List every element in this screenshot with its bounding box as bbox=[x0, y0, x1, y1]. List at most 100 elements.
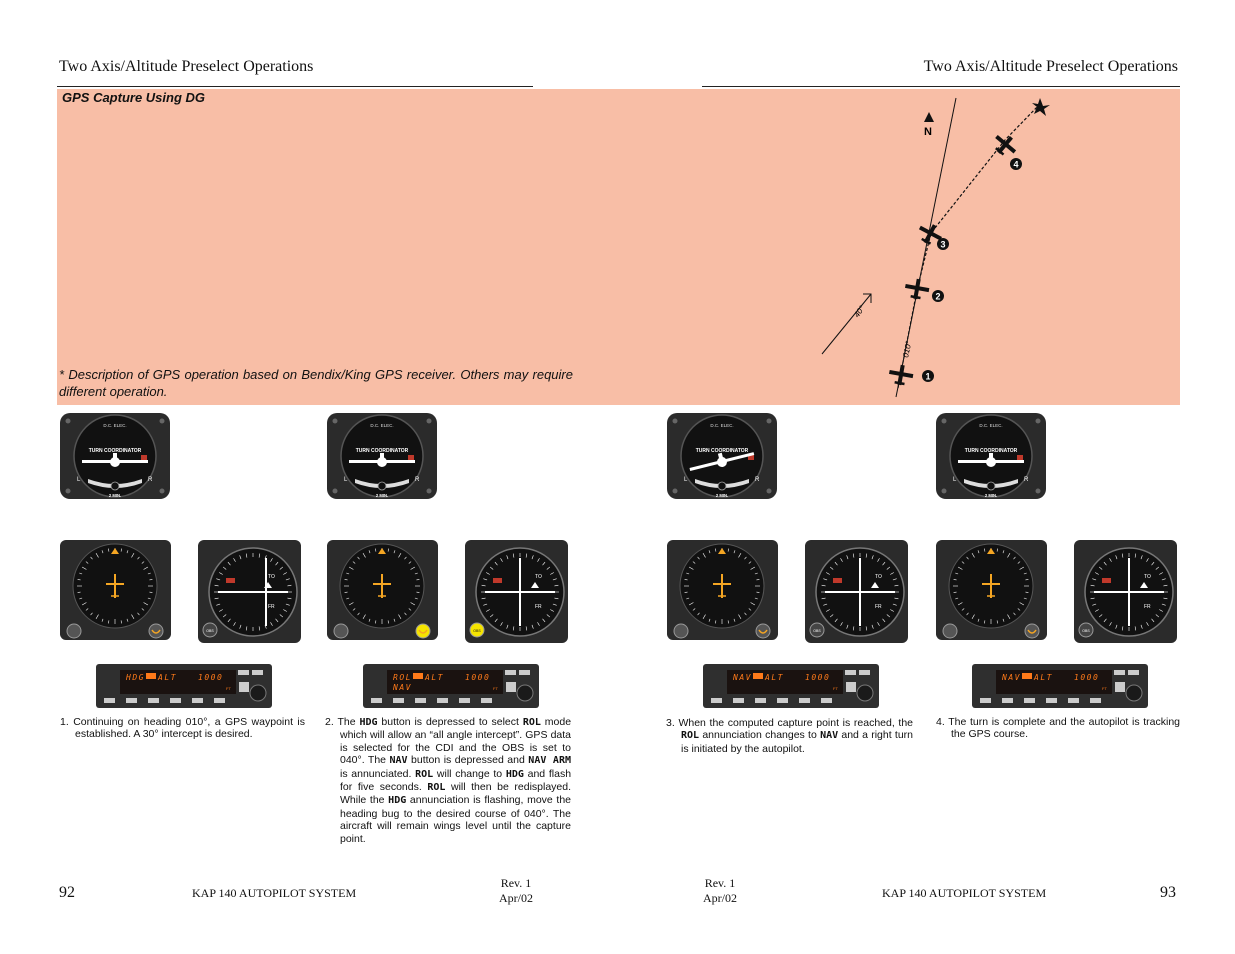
svg-text:FR: FR bbox=[1144, 604, 1151, 610]
svg-text:NAV: NAV bbox=[1001, 673, 1021, 682]
north-arrow bbox=[924, 112, 934, 122]
svg-text:NO PITCH: NO PITCH bbox=[373, 509, 391, 513]
intercept-line bbox=[821, 293, 872, 355]
svg-text:1000: 1000 bbox=[198, 673, 223, 682]
airplane-2-icon bbox=[905, 278, 930, 300]
intercept-diagram: N 40° 010° 1 2 3 4 bbox=[821, 97, 1050, 398]
svg-text:NO PITCH: NO PITCH bbox=[713, 509, 731, 513]
svg-text:TO: TO bbox=[1144, 574, 1151, 580]
course-deviation-indicator: TO FR OBS bbox=[805, 540, 908, 643]
marker-4: 4 bbox=[1013, 160, 1018, 170]
svg-text:D.C. ELEC.: D.C. ELEC. bbox=[103, 423, 126, 428]
course-label: 010° bbox=[901, 340, 913, 359]
svg-text:D.C. ELEC.: D.C. ELEC. bbox=[979, 423, 1002, 428]
instrument-group-4: D.C. ELEC. TURN COORDINATOR L R 2 MIN. .… bbox=[936, 413, 1177, 708]
instrument-group-2: D.C. ELEC. TURN COORDINATOR L R 2 MIN. .… bbox=[327, 413, 568, 708]
left-page-number: 92 bbox=[59, 884, 75, 901]
left-header-rule bbox=[57, 86, 533, 87]
svg-text:FT: FT bbox=[226, 686, 231, 691]
flight-track bbox=[897, 103, 1041, 389]
turn-coordinator: D.C. ELEC. TURN COORDINATOR L R 2 MIN. . bbox=[936, 413, 1046, 499]
svg-text:OBS: OBS bbox=[813, 629, 821, 633]
airplane-1-icon bbox=[889, 364, 914, 386]
svg-text:L: L bbox=[684, 477, 688, 483]
autopilot-panel: ROL ALT 1000 NAV FT bbox=[363, 664, 539, 708]
course-deviation-indicator: TO FR OBS bbox=[1074, 540, 1177, 643]
annunciation: NAV bbox=[820, 730, 839, 742]
svg-text:2 MIN.: 2 MIN. bbox=[376, 493, 388, 498]
svg-text:L: L bbox=[77, 477, 81, 483]
right-page-header: Two Axis/Altitude Preselect Operations bbox=[923, 58, 1178, 75]
svg-text:TURN COORDINATOR: TURN COORDINATOR bbox=[89, 448, 142, 454]
svg-text:FR: FR bbox=[535, 604, 542, 610]
svg-text:TO: TO bbox=[268, 574, 275, 580]
right-page-number: 93 bbox=[1160, 884, 1176, 901]
directional-gyro bbox=[60, 540, 171, 640]
section-title: GPS Capture Using DG bbox=[62, 90, 206, 105]
svg-text:FT: FT bbox=[493, 686, 498, 691]
annunciation: ROL bbox=[522, 717, 541, 728]
instrument-group-1: D.C. ELEC. TURN COORDINATOR L R 2 MIN. .… bbox=[60, 413, 301, 708]
svg-text:ALT: ALT bbox=[1033, 673, 1053, 682]
waypoint-icon bbox=[1032, 98, 1050, 116]
svg-text:ALT: ALT bbox=[424, 673, 444, 682]
marker-1: 1 bbox=[925, 372, 930, 382]
svg-text:1000: 1000 bbox=[1074, 673, 1099, 682]
svg-text:ROL: ROL bbox=[393, 673, 412, 682]
svg-text:TURN COORDINATOR: TURN COORDINATOR bbox=[356, 448, 409, 454]
north-label: N bbox=[924, 126, 932, 138]
turn-coordinator: D.C. ELEC. TURN COORDINATOR L R 2 MIN. . bbox=[667, 413, 777, 499]
svg-text:FR: FR bbox=[875, 604, 882, 610]
diagram-band bbox=[57, 89, 1180, 405]
step-body: The turn is complete and the autopilot i… bbox=[948, 716, 1180, 741]
airplane-4-icon bbox=[995, 134, 1017, 156]
svg-text:FT: FT bbox=[833, 686, 838, 691]
step-2-text: 2. The HDG button is depressed to select… bbox=[325, 716, 572, 845]
directional-gyro bbox=[667, 540, 778, 640]
annunciation: ROL bbox=[415, 768, 434, 780]
annunciation: HDG bbox=[388, 795, 407, 807]
svg-text:L: L bbox=[953, 477, 957, 483]
svg-text:OBS: OBS bbox=[1082, 629, 1090, 633]
svg-text:NAV: NAV bbox=[392, 683, 412, 692]
svg-text:TURN COORDINATOR: TURN COORDINATOR bbox=[696, 448, 749, 454]
svg-text:NO PITCH: NO PITCH bbox=[982, 509, 1000, 513]
autopilot-panel: HDG ALT 1000 FT bbox=[96, 664, 272, 708]
svg-text:1000: 1000 bbox=[465, 673, 490, 682]
svg-text:1000: 1000 bbox=[805, 673, 830, 682]
marker-2: 2 bbox=[935, 292, 940, 302]
svg-text:TO: TO bbox=[875, 574, 882, 580]
directional-gyro bbox=[936, 540, 1047, 640]
annunciation: NAV bbox=[389, 755, 408, 767]
right-footer-title: KAP 140 AUTOPILOT SYSTEM bbox=[882, 886, 1047, 900]
autopilot-panel: NAV ALT 1000 FT bbox=[703, 664, 879, 708]
directional-gyro bbox=[327, 540, 438, 640]
right-header-rule bbox=[702, 86, 1180, 87]
annunciation: HDG bbox=[359, 717, 378, 728]
step-4-text: 4. The turn is complete and the autopilo… bbox=[936, 716, 1180, 741]
turn-coordinator: D.C. ELEC. TURN COORDINATOR L R 2 MIN. . bbox=[60, 413, 170, 499]
svg-text:R: R bbox=[755, 477, 760, 483]
svg-text:R: R bbox=[148, 477, 153, 483]
svg-text:ALT: ALT bbox=[157, 673, 177, 682]
svg-text:TO: TO bbox=[535, 574, 542, 580]
annunciation: HDG bbox=[505, 768, 524, 780]
turn-coordinator: D.C. ELEC. TURN COORDINATOR L R 2 MIN. . bbox=[327, 413, 437, 499]
svg-text:FR: FR bbox=[268, 604, 275, 610]
svg-text:NAV: NAV bbox=[732, 673, 752, 682]
svg-text:L: L bbox=[344, 477, 348, 483]
svg-text:OBS: OBS bbox=[473, 629, 481, 633]
footnote: * Description of GPS operation based on … bbox=[59, 367, 573, 399]
course-deviation-indicator: TO FR OBS bbox=[465, 540, 568, 643]
svg-text:2 MIN.: 2 MIN. bbox=[109, 493, 121, 498]
step-number: 3. bbox=[666, 717, 675, 729]
svg-text:FT: FT bbox=[1102, 686, 1107, 691]
course-deviation-indicator: TO FR OBS bbox=[198, 540, 301, 643]
instrument-group-3: D.C. ELEC. TURN COORDINATOR L R 2 MIN. .… bbox=[667, 413, 908, 708]
svg-text:D.C. ELEC.: D.C. ELEC. bbox=[370, 423, 393, 428]
step-3-text: 3. When the computed capture point is re… bbox=[666, 717, 914, 755]
angle-label: 40° bbox=[852, 303, 867, 319]
marker-3: 3 bbox=[940, 240, 945, 250]
